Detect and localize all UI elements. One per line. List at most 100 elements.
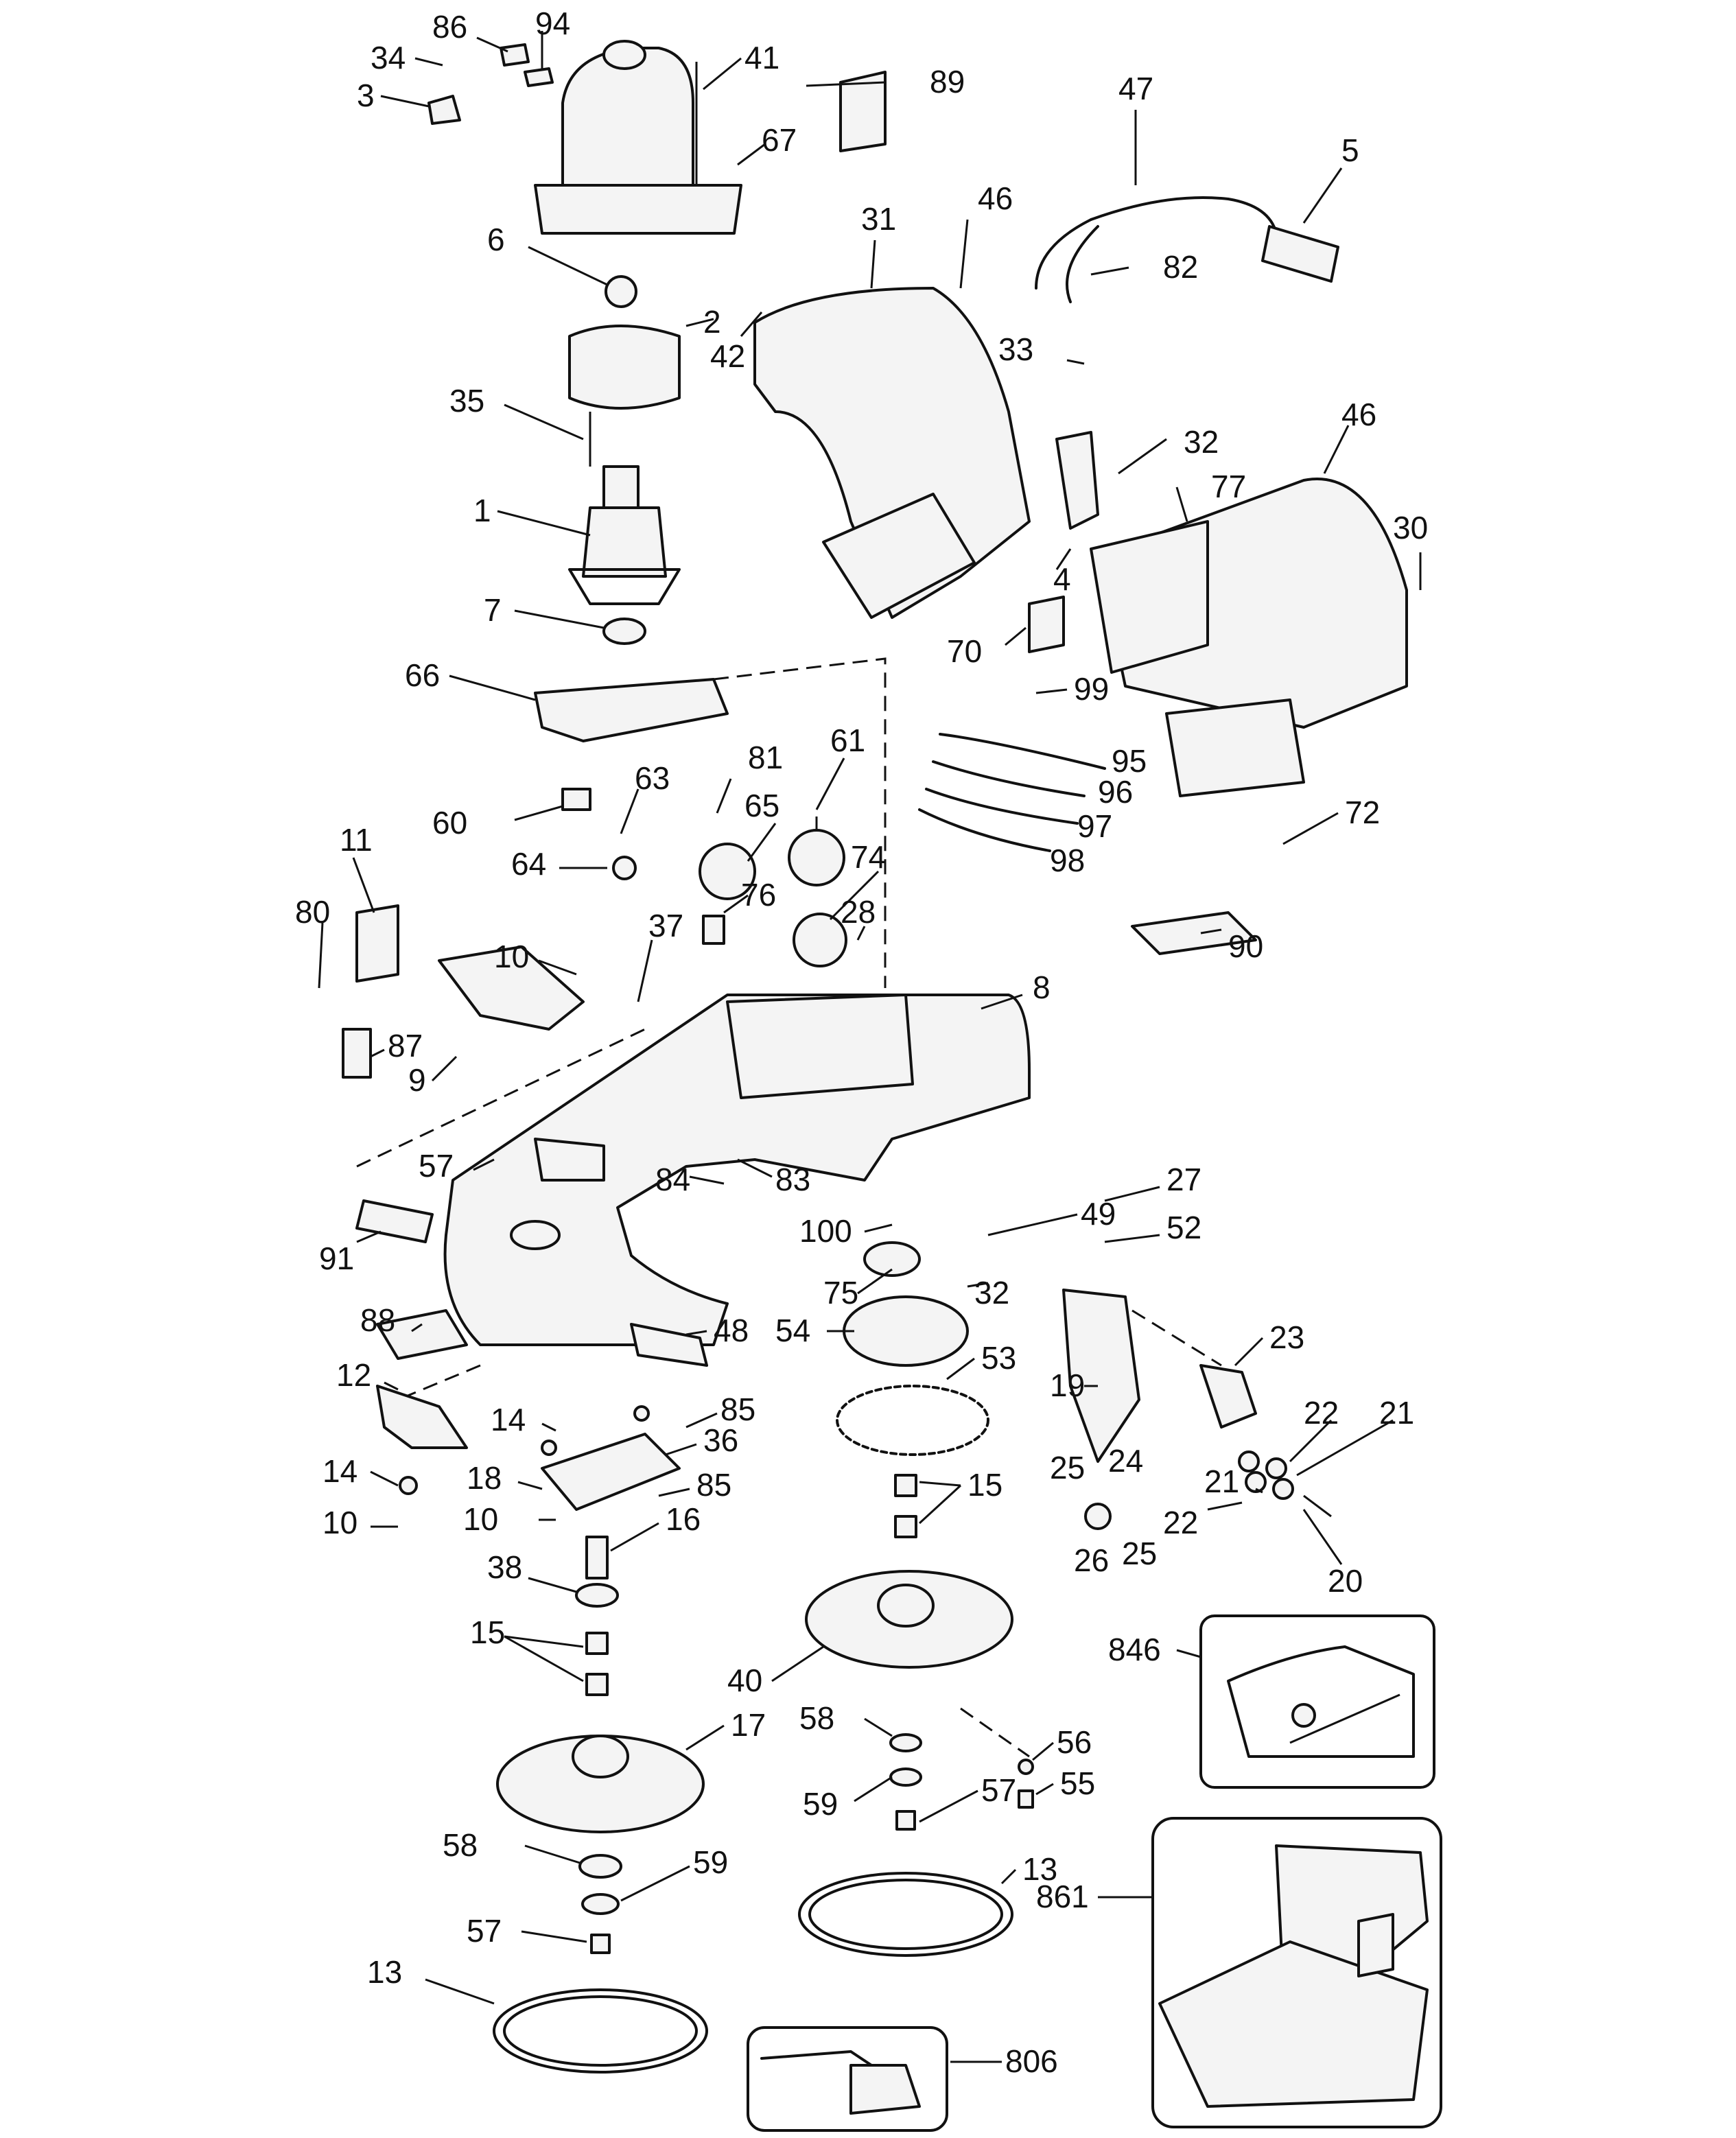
handle-left-half — [753, 287, 1031, 619]
callout-75: 75 — [823, 1275, 858, 1311]
callout-74: 74 — [851, 839, 886, 875]
callout-81: 81 — [748, 740, 783, 775]
box-806-oil-can — [747, 2026, 948, 2132]
callout-70: 70 — [947, 633, 982, 669]
callout-76: 76 — [741, 877, 776, 913]
callout-85a: 85 — [720, 1391, 755, 1427]
motor-housing — [534, 40, 742, 235]
callout-15b: 15 — [470, 1614, 505, 1650]
callout-13b: 13 — [367, 1954, 402, 1990]
callout-2: 2 — [703, 304, 721, 340]
callout-28: 28 — [841, 894, 876, 930]
callout-846: 846 — [1108, 1632, 1161, 1667]
drive-train — [630, 1241, 989, 1456]
callout-83: 83 — [775, 1162, 810, 1197]
right-pulley-stack — [798, 1474, 1034, 1957]
handle-right-half — [1090, 478, 1408, 797]
callout-47: 47 — [1118, 71, 1153, 106]
box-861-case — [1151, 1817, 1442, 2128]
callout-32a: 32 — [1184, 424, 1219, 460]
callout-72: 72 — [1345, 795, 1380, 830]
callout-98: 98 — [1050, 843, 1085, 878]
callout-17: 17 — [731, 1707, 766, 1743]
callout-12: 12 — [336, 1357, 371, 1393]
callout-33: 33 — [998, 331, 1033, 367]
callout-66: 66 — [405, 657, 440, 693]
callout-61: 61 — [830, 723, 865, 758]
callout-22b: 22 — [1163, 1505, 1198, 1540]
callout-80: 80 — [295, 894, 330, 930]
callout-96: 96 — [1098, 774, 1133, 810]
label-89 — [839, 71, 887, 152]
gear-set — [561, 788, 847, 967]
callout-46a: 46 — [978, 180, 1013, 216]
callout-57b: 57 — [981, 1772, 1016, 1808]
callout-15a: 15 — [967, 1467, 1002, 1503]
left-pulley-stack — [376, 1385, 708, 2074]
callout-40: 40 — [727, 1663, 762, 1698]
callout-16: 16 — [666, 1501, 701, 1537]
callout-48: 48 — [714, 1313, 749, 1348]
label-90 — [1131, 911, 1257, 955]
callout-37: 37 — [648, 908, 683, 943]
callout-94: 94 — [535, 5, 570, 41]
callout-97: 97 — [1077, 808, 1112, 844]
callout-60: 60 — [432, 805, 467, 841]
callout-36: 36 — [703, 1422, 738, 1458]
callout-26: 26 — [1074, 1542, 1109, 1578]
callout-23: 23 — [1269, 1319, 1304, 1355]
callout-89: 89 — [930, 64, 965, 99]
callout-84: 84 — [655, 1162, 690, 1197]
callout-87: 87 — [388, 1028, 423, 1064]
callout-21a: 21 — [1379, 1395, 1414, 1431]
callout-67: 67 — [762, 122, 797, 158]
callout-19: 19 — [1050, 1367, 1085, 1403]
callout-91: 91 — [319, 1241, 354, 1276]
callout-52: 52 — [1166, 1210, 1201, 1245]
power-cord — [1035, 196, 1339, 303]
callout-57c: 57 — [467, 1913, 502, 1949]
callout-25b: 25 — [1122, 1536, 1157, 1571]
callout-25a: 25 — [1050, 1450, 1085, 1485]
main-frame — [342, 904, 1031, 1346]
callout-34: 34 — [371, 40, 406, 75]
callout-46b: 46 — [1341, 397, 1376, 432]
callout-58b: 58 — [443, 1827, 478, 1863]
callout-10b: 10 — [463, 1501, 498, 1537]
callout-27: 27 — [1166, 1162, 1201, 1197]
callout-14b: 14 — [322, 1453, 357, 1489]
callout-54: 54 — [775, 1313, 810, 1348]
label-91 — [355, 1199, 434, 1243]
callout-56: 56 — [1057, 1724, 1092, 1760]
callout-806: 806 — [1005, 2043, 1058, 2079]
callout-100: 100 — [799, 1213, 852, 1249]
switch — [1055, 431, 1099, 530]
callout-53: 53 — [981, 1340, 1016, 1376]
callout-14a: 14 — [491, 1402, 526, 1437]
callout-63: 63 — [635, 760, 670, 796]
label-88 — [376, 1309, 468, 1360]
callout-5: 5 — [1341, 132, 1359, 168]
callout-18: 18 — [467, 1460, 502, 1496]
callout-65: 65 — [744, 788, 779, 823]
callout-95: 95 — [1112, 743, 1147, 779]
callout-31: 31 — [861, 201, 896, 237]
callout-86: 86 — [432, 9, 467, 45]
callout-11: 11 — [340, 822, 373, 858]
wires — [918, 733, 1106, 852]
callout-10a: 10 — [494, 939, 529, 974]
callout-35: 35 — [449, 383, 484, 419]
armature-stack — [534, 275, 729, 742]
callout-20: 20 — [1328, 1563, 1363, 1599]
callout-10c: 10 — [322, 1505, 357, 1540]
callout-49: 49 — [1081, 1196, 1116, 1232]
callout-59b: 59 — [693, 1844, 728, 1880]
callout-58a: 58 — [799, 1700, 834, 1736]
callout-85b: 85 — [696, 1467, 731, 1503]
callout-861: 861 — [1036, 1879, 1089, 1914]
callout-64: 64 — [511, 846, 546, 882]
callout-55: 55 — [1060, 1765, 1095, 1801]
callout-30: 30 — [1393, 510, 1428, 545]
callout-77: 77 — [1211, 469, 1246, 504]
callout-59a: 59 — [803, 1786, 838, 1822]
